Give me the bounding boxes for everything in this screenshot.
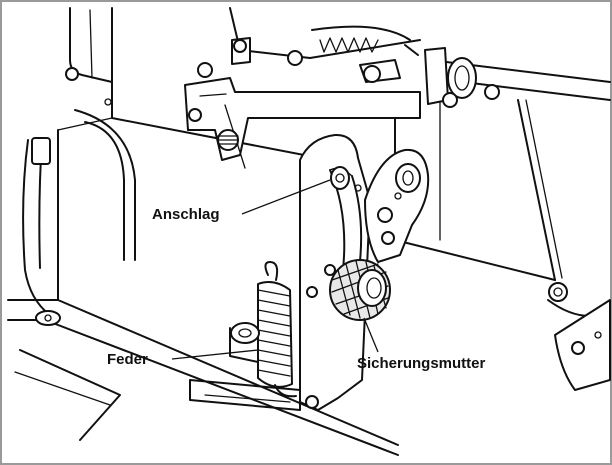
coil-spring bbox=[229, 261, 297, 398]
knurled-lock-nut bbox=[324, 259, 391, 321]
cable-hose bbox=[22, 109, 136, 326]
top-mechanism bbox=[229, 7, 611, 108]
label-sicherungsmutter: Sicherungsmutter bbox=[357, 355, 486, 372]
label-feder: Feder bbox=[107, 351, 148, 368]
label-anschlag: Anschlag bbox=[152, 206, 220, 223]
screw-left bbox=[65, 67, 112, 106]
label-sicherungsmutter-group: Sicherungsmutter bbox=[357, 317, 486, 372]
spring-anchor-screw bbox=[229, 322, 260, 363]
leader-feder bbox=[171, 349, 259, 360]
cam-lever bbox=[364, 148, 430, 263]
label-feder-group: Feder bbox=[107, 349, 259, 368]
upper-bracket bbox=[184, 62, 421, 169]
right-link bbox=[517, 99, 611, 391]
label-anschlag-group: Anschlag bbox=[152, 179, 331, 223]
leader-anschlag bbox=[241, 179, 331, 215]
stop-screw bbox=[330, 166, 350, 190]
leader-sicherungsmutter bbox=[363, 317, 379, 353]
bracket-screw bbox=[217, 129, 239, 151]
